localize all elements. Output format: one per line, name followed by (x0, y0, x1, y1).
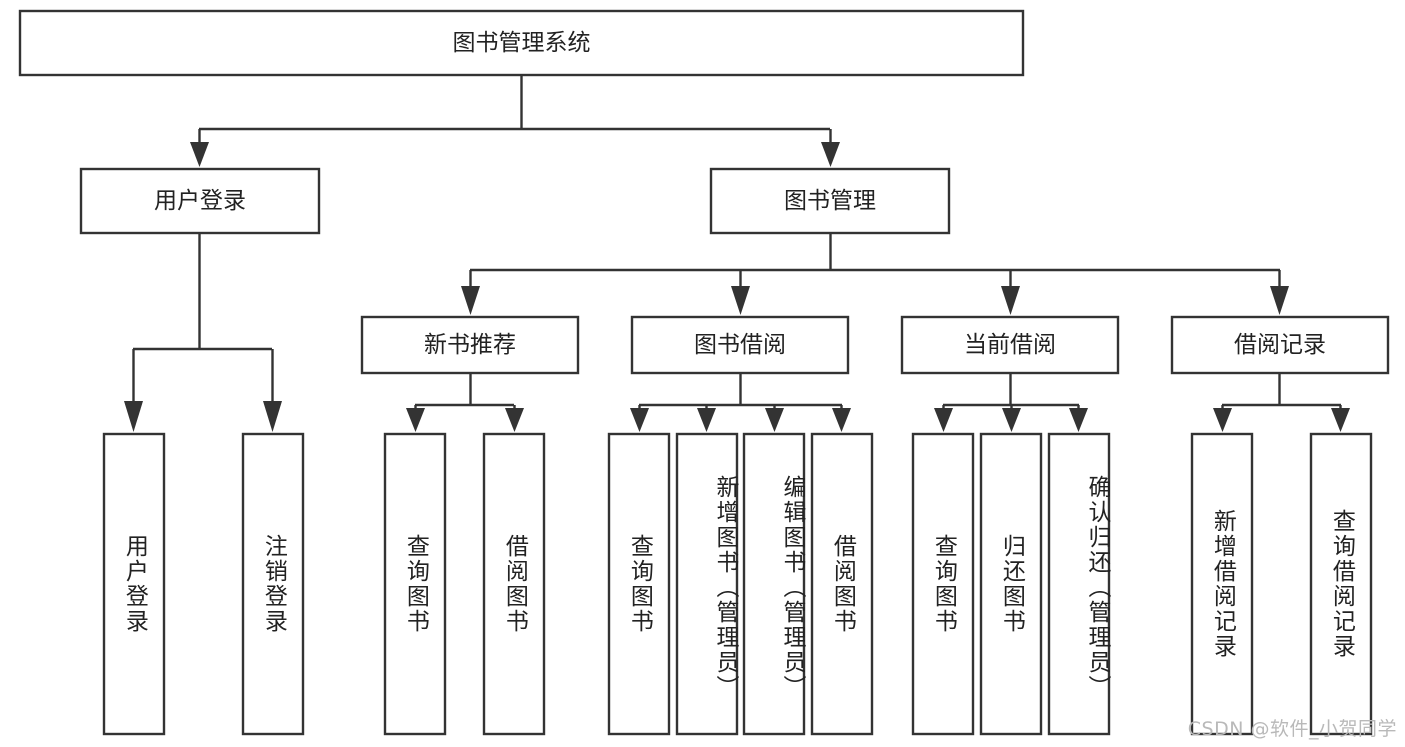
node-box-confirm-return-admin[interactable] (1047, 432, 1111, 736)
node-box-add-book-admin[interactable] (675, 432, 739, 736)
connector-bookborrow-to-leaves (630, 373, 851, 432)
node-box-borrow-book-2[interactable] (810, 432, 874, 736)
node-box-current-borrow[interactable] (900, 315, 1120, 375)
connector-userlogin-to-leaves (124, 233, 282, 432)
node-box-book-manage[interactable] (709, 167, 951, 235)
node-box-root[interactable] (18, 9, 1025, 77)
node-box-user-login-leaf[interactable] (102, 432, 166, 736)
node-box-borrow-book-1[interactable] (482, 432, 546, 736)
node-box-query-borrow-record[interactable] (1309, 432, 1373, 736)
node-box-query-book-3[interactable] (911, 432, 975, 736)
csdn-watermark: CSDN @软件_小贺同学 (1187, 718, 1397, 740)
connector-bookmanage-to-categories (461, 233, 1289, 315)
connector-currentborrow-to-leaves (934, 373, 1088, 432)
node-box-user-login[interactable] (79, 167, 321, 235)
node-box-edit-book-admin[interactable] (742, 432, 806, 736)
connector-newbook-to-leaves (406, 373, 524, 432)
connector-borrowrecord-to-leaves (1213, 373, 1350, 432)
node-box-user-logout-leaf[interactable] (241, 432, 305, 736)
node-box-borrow-record[interactable] (1170, 315, 1390, 375)
node-box-add-borrow-record[interactable] (1190, 432, 1254, 736)
node-box-return-book[interactable] (979, 432, 1043, 736)
node-box-new-book-recommend[interactable] (360, 315, 580, 375)
node-box-book-borrow[interactable] (630, 315, 850, 375)
node-box-query-book-1[interactable] (383, 432, 447, 736)
connector-root-to-level2 (190, 75, 840, 167)
node-box-query-book-2[interactable] (607, 432, 671, 736)
